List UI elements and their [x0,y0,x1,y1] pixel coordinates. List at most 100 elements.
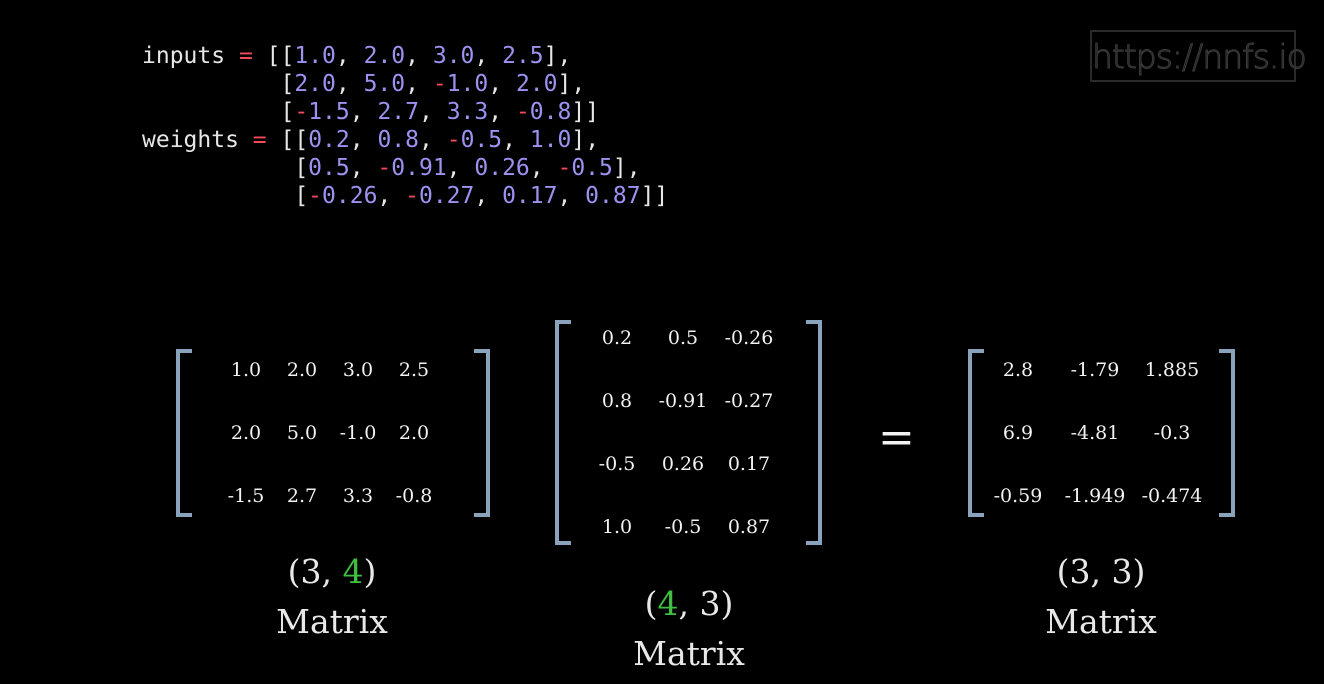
left-bracket [968,349,984,517]
minus-sign: - [405,183,419,209]
matrix-cell: 2.0 [398,422,430,444]
shape-text: , 3) [678,584,734,623]
number-digits: 1.0 [446,71,489,97]
matrix-cell: 1.885 [1144,359,1200,381]
matrix-cell: -4.81 [1070,422,1120,444]
code-block: inputs = [[1.0, 2.0, 3.0, 2.5], [2.0, 5.… [142,42,668,210]
matrix-cell: 2.0 [230,422,262,444]
matrix-cell: -0.59 [993,485,1043,507]
code-number: 1.0 [530,127,572,153]
shape-highlight: 4 [342,552,364,591]
matrix-result-label: Matrix [1045,602,1157,641]
number-digits: 2.0 [363,43,406,69]
code-number: -0.91 [377,155,446,181]
code-number: -0.5 [557,155,612,181]
number-digits: 3.0 [432,43,475,69]
matrix-cell: -0.26 [724,327,774,349]
variable-name: inputs [142,43,226,69]
left-bracket [555,320,571,545]
code-number: -1.5 [294,99,349,125]
right-bracket [474,349,490,517]
shape-text: (3, [287,552,343,591]
right-bracket [806,320,822,545]
code-line: inputs = [[1.0, 2.0, 3.0, 2.5], [142,43,572,69]
matrix-cell: 3.0 [342,359,374,381]
number-digits: 0.91 [391,155,447,181]
matrix-cell: -0.474 [1141,485,1203,507]
matrix-cell: -0.3 [1153,422,1191,444]
minus-sign: - [432,71,447,97]
number-digits: 0.2 [308,127,350,153]
number-digits: 0.26 [322,183,378,209]
equals-sign: = [878,412,915,463]
minus-sign: - [515,99,530,125]
shape-highlight: 4 [657,584,679,623]
code-number: 3.0 [433,43,475,69]
matrix-result-shape: (3, 3) [1056,552,1146,591]
code-number: 2.0 [294,71,336,97]
code-number: -0.26 [308,183,377,209]
matrix-cell: -0.8 [395,485,433,507]
minus-sign: - [557,155,572,181]
number-digits: 5.0 [363,71,406,97]
matrix-cell: 6.9 [1002,422,1034,444]
number-digits: 0.26 [474,155,530,181]
number-digits: 2.7 [377,99,419,125]
left-bracket [176,349,192,517]
number-digits: 1.0 [529,127,572,153]
number-digits: 0.87 [585,183,641,209]
minus-sign: - [446,127,461,153]
number-digits: 0.8 [377,127,419,153]
shape-text: ) [363,552,377,591]
code-number: 0.2 [308,127,350,153]
code-number: 5.0 [364,71,406,97]
matrix-cell: 0.17 [727,453,771,475]
matrix-cell: 0.87 [727,516,771,538]
code-line: [-1.5, 2.7, 3.3, -0.8]] [142,99,600,125]
matrix-cell: 2.8 [1002,359,1034,381]
matrix-cell: -0.5 [664,516,702,538]
number-digits: 2.0 [294,71,336,97]
matrix-cell: 2.0 [286,359,318,381]
code-number: 2.7 [377,99,419,125]
code-number: 0.26 [474,155,529,181]
code-number: -0.5 [447,127,502,153]
matrix-cell: 3.3 [342,485,374,507]
code-number: 0.87 [585,183,640,209]
number-digits: 0.5 [460,127,503,153]
matrix-cell: 2.7 [286,485,318,507]
code-number: 2.0 [364,43,406,69]
code-number: 2.5 [502,43,544,69]
code-line: [0.5, -0.91, 0.26, -0.5], [142,155,641,181]
matrix-cell: 1.0 [230,359,262,381]
assign-operator: = [238,43,253,69]
matrix-cell: -1.0 [339,422,377,444]
code-line: weights = [[0.2, 0.8, -0.5, 1.0], [142,127,600,153]
number-digits: 1.0 [294,43,336,69]
number-digits: 0.5 [571,155,613,181]
code-number: 3.3 [447,99,489,125]
number-digits: 0.27 [418,183,475,209]
matrix-cell: 2.5 [398,359,430,381]
number-digits: 1.5 [308,99,350,125]
matrix-cell: -0.91 [658,390,708,412]
code-number: -0.8 [516,99,571,125]
matrix-cell: 5.0 [286,422,318,444]
minus-sign: - [294,99,309,125]
matrix-inputs-label: Matrix [276,602,388,641]
code-number: -0.27 [405,183,474,209]
code-number: 0.8 [377,127,419,153]
number-digits: 0.5 [308,155,350,181]
matrix-cell: 0.8 [601,390,633,412]
code-line: [-0.26, -0.27, 0.17, 0.87]] [142,183,669,209]
code-number: 1.0 [294,43,336,69]
code-line: [2.0, 5.0, -1.0, 2.0], [142,71,586,97]
number-digits: 2.0 [515,71,558,97]
variable-name: weights [142,127,239,153]
matrix-cell: 0.5 [667,327,699,349]
number-digits: 0.8 [529,99,572,125]
matrix-weights-shape: (4, 3) [645,584,734,623]
number-digits: 0.17 [502,183,558,209]
matrix-cell: -1.79 [1070,359,1120,381]
assign-operator: = [252,127,267,153]
